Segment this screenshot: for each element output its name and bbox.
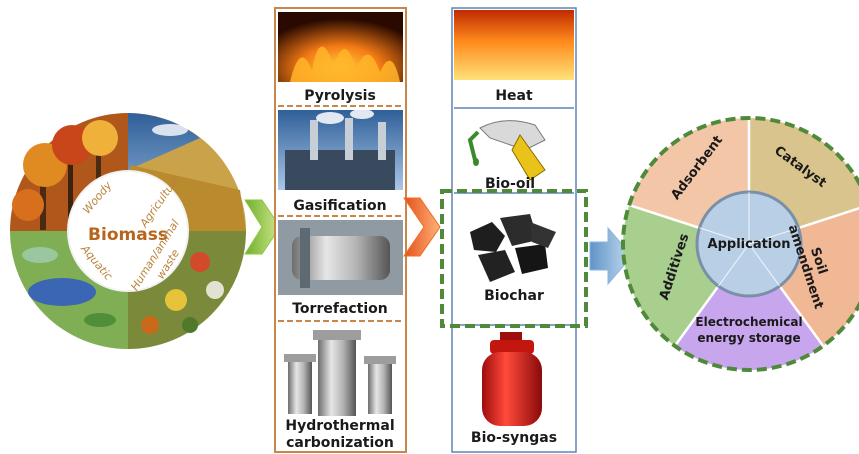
- biochar-image: [470, 214, 556, 282]
- biomass-center-label: Biomass: [88, 225, 168, 245]
- segment-electrochemical: [674, 244, 824, 370]
- product-heat: Heat: [495, 88, 533, 104]
- product-biochar: Biochar: [484, 288, 544, 304]
- process-carbonization: carbonization: [286, 435, 394, 451]
- arrow-process-to-product: [403, 197, 441, 257]
- biomass-wheel: [10, 113, 246, 349]
- biochar-highlight: [440, 189, 588, 328]
- autoclave-image: [284, 330, 396, 416]
- fuel-nozzle-image: [467, 120, 546, 181]
- application-center-label: Application: [708, 237, 791, 252]
- gas-cylinder-image: [482, 332, 542, 426]
- application-wheel: [621, 116, 859, 372]
- process-torrefaction: Torrefaction: [292, 301, 388, 317]
- process-column: [274, 7, 407, 453]
- heat-image: [454, 10, 574, 80]
- app-electrochemical: Electrochemical: [695, 315, 802, 329]
- arrow-biochar-to-application: [589, 226, 633, 286]
- product-bio-syngas: Bio-syngas: [471, 430, 557, 446]
- process-pyrolysis: Pyrolysis: [304, 88, 376, 104]
- product-bio-oil: Bio-oil: [485, 176, 535, 192]
- app-energy-storage: energy storage: [697, 331, 800, 345]
- arrow-biomass-to-process: [244, 199, 281, 255]
- forest-image: [12, 120, 118, 230]
- product-column: [451, 7, 577, 453]
- process-gasification: Gasification: [293, 198, 386, 214]
- process-hydrothermal: Hydrothermal: [285, 418, 394, 434]
